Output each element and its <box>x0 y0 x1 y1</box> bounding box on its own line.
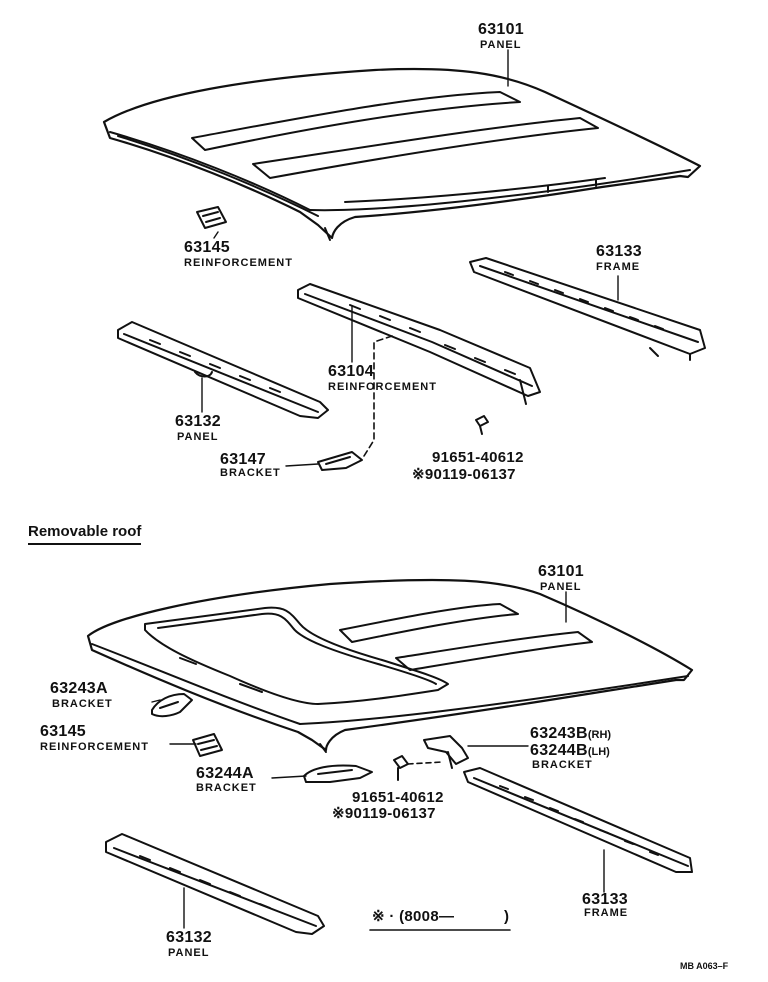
bottom-bolt-link-line <box>407 761 443 765</box>
bottom-frame-number: 63133 <box>582 891 628 908</box>
bottom-bolt <box>393 755 409 781</box>
top-reinforcement-small-number: 63145 <box>184 239 230 256</box>
top-bracket-name: BRACKET <box>220 467 281 479</box>
bottom-bolt-number: 91651-40612 <box>352 789 444 806</box>
bottom-bracket-63243A <box>151 693 193 718</box>
top-reinforcement-center-number: 63104 <box>328 363 374 380</box>
bottom-roof-panel-removable <box>86 578 694 753</box>
bottom-panel-number: 63101 <box>538 563 584 580</box>
footnote-date-range: ※ · (8008— <box>372 908 455 925</box>
footnote-close: ) <box>504 908 510 925</box>
bottom-panel-63132 <box>105 833 325 935</box>
bottom-panel-front-number: 63132 <box>166 929 212 946</box>
top-panel-number: 63101 <box>478 21 524 38</box>
top-reinforcement-small-name: REINFORCEMENT <box>184 257 293 269</box>
top-reinforcement-center-name: REINFORCEMENT <box>328 381 437 393</box>
top-bolt-alt-number: ※90119-06137 <box>412 466 516 483</box>
top-roof-panel <box>102 67 702 241</box>
bottom-bracket-63244A <box>303 764 373 783</box>
bottom-bracket-b-rh-row: 63243B(RH) <box>530 726 611 742</box>
top-reinforcement-63145 <box>196 206 227 229</box>
bottom-reinforcement-63145 <box>192 733 223 757</box>
bottom-panel-name: PANEL <box>540 581 582 593</box>
top-bracket-63147 <box>317 451 363 471</box>
top-bolt <box>475 415 489 435</box>
top-panel-name: PANEL <box>480 39 522 51</box>
bottom-reinforcement-small-number: 63145 <box>40 723 86 740</box>
bottom-bracket-c-name: BRACKET <box>196 782 257 794</box>
bottom-panel-front-name: PANEL <box>168 947 210 959</box>
top-frame-63133 <box>469 257 706 361</box>
bottom-bracket-b-rh-number: 63243B <box>530 725 588 742</box>
bottom-bracket-a-name: BRACKET <box>52 698 113 710</box>
section-title: Removable roof <box>28 524 142 545</box>
top-panel-front-number: 63132 <box>175 413 221 430</box>
bottom-frame-63133 <box>463 767 693 873</box>
top-bracket-number: 63147 <box>220 451 266 468</box>
bottom-frame-name: FRAME <box>584 907 629 919</box>
top-panel-front-name: PANEL <box>177 431 219 443</box>
bottom-bracket-c-number: 63244A <box>196 765 254 782</box>
top-reinforcement-63104 <box>297 283 541 405</box>
top-bolt-number: 91651-40612 <box>432 449 524 466</box>
bottom-bracket-b-lh-number: 63244B <box>530 742 588 759</box>
bottom-bolt-alt-number: ※90119-06137 <box>332 805 436 822</box>
leader-lines-top <box>201 49 619 467</box>
bottom-bracket-b-rh-side: (RH) <box>587 729 612 741</box>
bottom-reinforcement-small-name: REINFORCEMENT <box>40 741 149 753</box>
top-panel-63132 <box>117 321 329 419</box>
top-frame-number: 63133 <box>596 243 642 260</box>
bottom-bracket-a-number: 63243A <box>50 680 108 697</box>
reference-code: MB A063–F <box>680 961 729 971</box>
bottom-bracket-b-lh-row: 63244B(LH) <box>530 743 610 759</box>
leader-lines-bottom <box>151 591 605 929</box>
bottom-bracket-b-name: BRACKET <box>532 759 593 771</box>
top-frame-name: FRAME <box>596 261 641 273</box>
top-bracket-link-line <box>363 335 393 457</box>
bottom-bracket-63243B <box>423 735 469 769</box>
bottom-bracket-b-lh-side: (LH) <box>587 746 610 758</box>
